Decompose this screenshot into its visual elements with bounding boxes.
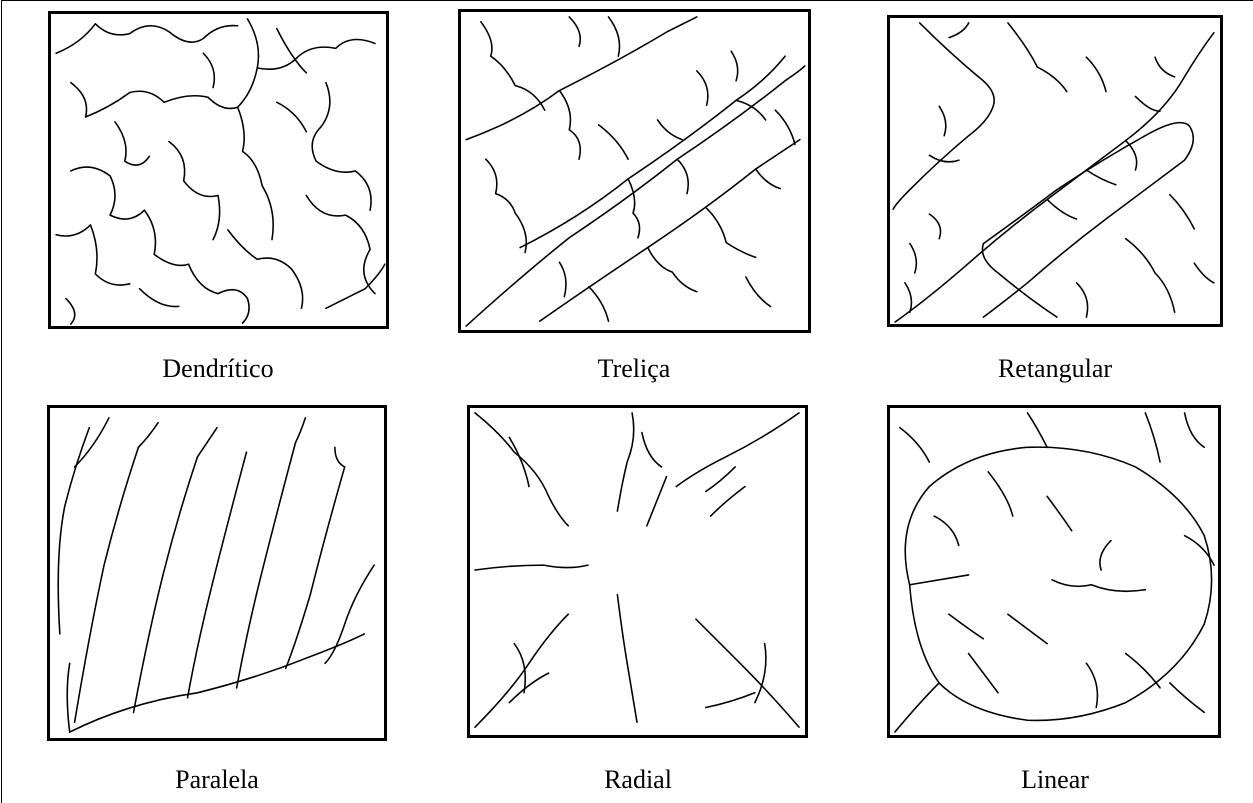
dendritic-drainage-diagram bbox=[51, 14, 386, 326]
parallel-drainage-diagram bbox=[50, 408, 384, 738]
dendritic-pattern-panel bbox=[48, 11, 389, 329]
rectangular-pattern-panel bbox=[887, 15, 1223, 327]
parallel-pattern-panel bbox=[47, 405, 387, 741]
parallel-label: Paralela bbox=[47, 765, 387, 795]
rectangular-label: Retangular bbox=[885, 354, 1225, 384]
dendritic-label: Dendrítico bbox=[48, 354, 388, 384]
linear-label: Linear bbox=[885, 765, 1225, 795]
radial-pattern-panel bbox=[467, 405, 808, 738]
trellis-label: Treliça bbox=[464, 354, 804, 384]
linear-drainage-diagram bbox=[890, 408, 1218, 735]
radial-label: Radial bbox=[468, 765, 808, 795]
radial-drainage-diagram bbox=[470, 408, 805, 735]
trellis-pattern-panel bbox=[458, 9, 811, 333]
rectangular-drainage-diagram bbox=[890, 18, 1220, 324]
linear-pattern-panel bbox=[887, 405, 1221, 738]
trellis-drainage-diagram bbox=[461, 12, 808, 330]
